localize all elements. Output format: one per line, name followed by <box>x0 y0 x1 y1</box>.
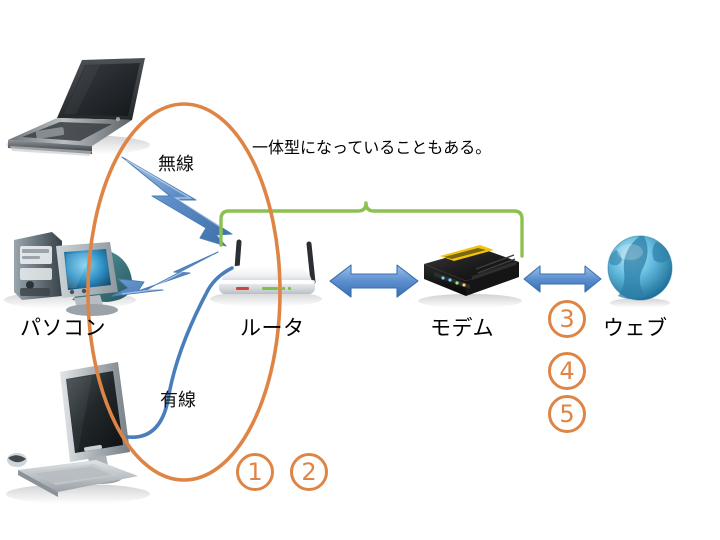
device-label-web: ウェブ <box>603 316 668 340</box>
step-badge-2: 2 <box>290 453 328 491</box>
step-badge-4: 4 <box>548 352 586 390</box>
device-label-pc: パソコン <box>20 316 106 340</box>
step-badge-5: 5 <box>548 395 586 433</box>
wireless-link-label: 無線 <box>158 154 194 175</box>
wired-link-label: 有線 <box>160 390 196 411</box>
step-badge-3: 3 <box>548 300 586 338</box>
device-label-router: ルータ <box>240 316 305 340</box>
integrated-note-text: 一体型になっていることもある。 <box>252 138 492 157</box>
device-label-modem: モデム <box>430 316 495 340</box>
step-badge-1: 1 <box>236 453 274 491</box>
